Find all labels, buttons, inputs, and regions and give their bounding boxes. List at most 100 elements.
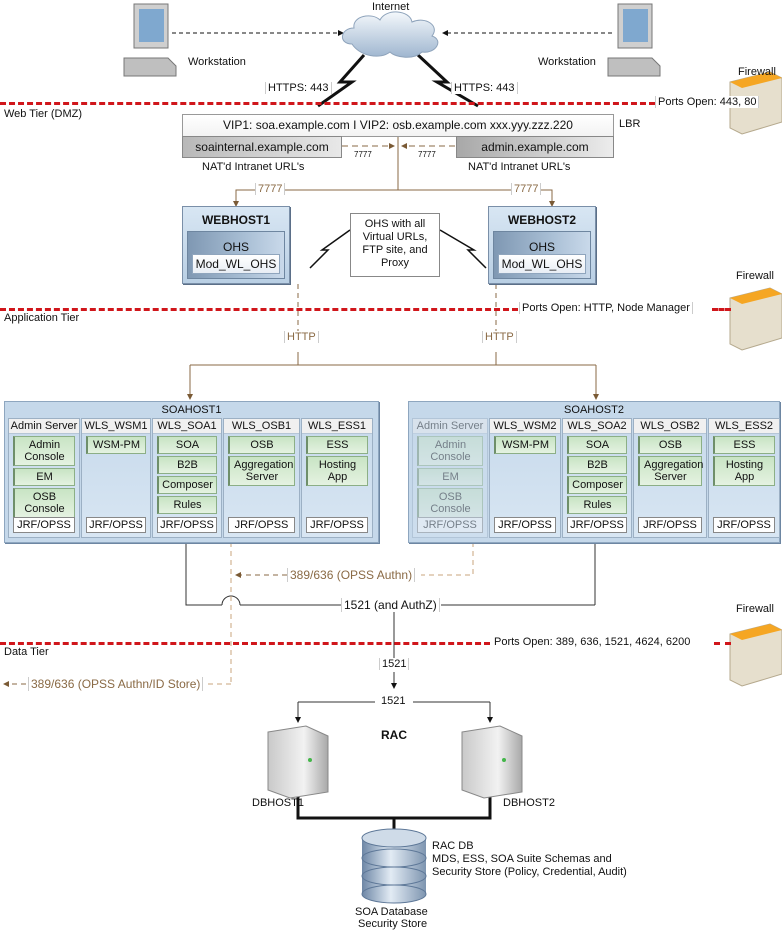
soahost1-name: SOAHOST1: [161, 404, 222, 416]
app-component: Rules: [157, 496, 217, 514]
jrf-opss-layer: JRF/OPSS: [86, 517, 146, 533]
internet-cloud-icon: [342, 11, 439, 58]
http-label-left: HTTP: [284, 331, 319, 343]
workstation-icon-right: [607, 3, 661, 77]
app-component: B2B: [157, 456, 217, 474]
load-balancer-vip: VIP1: soa.example.com I VIP2: osb.exampl…: [182, 114, 614, 137]
nat-caption-left: NAT'd Intranet URL's: [202, 161, 305, 173]
store-caption-1: SOA Database: [355, 906, 428, 918]
https-link-right: [416, 53, 479, 108]
server-name: WLS_ESS2: [709, 419, 779, 434]
dbhost2-server-icon: [461, 725, 523, 799]
app-component: Admin Console: [417, 436, 483, 466]
dbhost1-label: DBHOST1: [252, 797, 304, 809]
tier-label-data: Data Tier: [4, 646, 49, 658]
jrf-opss-layer: JRF/OPSS: [494, 517, 556, 533]
web-port-right: 7777: [511, 183, 542, 195]
jrf-opss-layer: JRF/OPSS: [567, 517, 627, 533]
webhost1-name: WEBHOST1: [201, 213, 270, 227]
webhost2-module: Mod_WL_OHS: [498, 254, 586, 274]
server-name: WLS_OSB2: [634, 419, 706, 434]
workstation-label-right: Workstation: [538, 56, 596, 68]
app-component: Composer: [567, 476, 627, 494]
firewall-label-web: Firewall: [738, 66, 776, 78]
jrf-opss-layer: JRF/OPSS: [228, 517, 295, 533]
db-port-label-1: 1521: [379, 658, 410, 670]
lbr-label: LBR: [619, 118, 641, 130]
jrf-opss-layer: JRF/OPSS: [417, 517, 483, 533]
https-link-left: [317, 54, 366, 108]
app-component: Aggregation Server: [228, 456, 295, 486]
app-component: Composer: [157, 476, 217, 494]
app-component: B2B: [567, 456, 627, 474]
app-tier-boundary: [0, 308, 518, 311]
jrf-opss-layer: JRF/OPSS: [638, 517, 702, 533]
app-component: Aggregation Server: [638, 456, 703, 486]
db-authz-label: 1521 (and AuthZ): [341, 598, 440, 612]
rac-db-title: RAC DB: [432, 840, 474, 852]
soahost2-name: SOAHOST2: [564, 404, 624, 416]
https-label-left: HTTPS: 443: [265, 82, 332, 94]
dbhost1-server-icon: [267, 725, 329, 799]
webhost1-ohs-label: OHS: [222, 240, 249, 254]
app-component: SOA: [157, 436, 217, 454]
app-component: OSB: [638, 436, 702, 454]
firewall-label-data: Firewall: [736, 603, 774, 615]
app-component: OSB Console: [13, 488, 75, 518]
rac-label: RAC: [381, 728, 407, 742]
web-tier-boundary: [0, 102, 655, 105]
app-component: EM: [417, 468, 483, 486]
workstation-label-left: Workstation: [188, 56, 246, 68]
jrf-opss-layer: JRF/OPSS: [157, 517, 217, 533]
opss-idstore-label: 389/636 (OPSS Authn/ID Store): [28, 677, 204, 691]
firewall-label-app: Firewall: [736, 270, 774, 282]
tier-label-app: Application Tier: [4, 312, 80, 324]
db-port-label-2: 1521: [379, 695, 408, 707]
firewall-icon-app: [729, 287, 782, 351]
ports-open-web: Ports Open: 443, 80: [655, 96, 760, 108]
webhost1-ohs: OHS Mod_WL_OHS: [187, 231, 285, 279]
nat-caption-right: NAT'd Intranet URL's: [468, 161, 571, 173]
rac-db-desc-2: Security Store (Policy, Credential, Audi…: [432, 866, 627, 878]
app-component: WSM-PM: [494, 436, 556, 454]
server-name: WLS_WSM2: [490, 419, 560, 434]
app-component: Hosting App: [306, 456, 368, 486]
rac-db-desc-1: MDS, ESS, SOA Suite Schemas and: [432, 853, 612, 865]
app-component: Rules: [567, 496, 627, 514]
nat-port-left: 7777: [354, 150, 372, 159]
app-tier-boundary-tail: [712, 308, 731, 311]
https-label-right: HTTPS: 443: [451, 82, 518, 94]
store-caption-2: Security Store: [358, 918, 428, 930]
data-tier-boundary: [0, 642, 490, 645]
webhost2: WEBHOST2 OHS Mod_WL_OHS: [488, 206, 596, 284]
webhost2-ohs-label: OHS: [528, 240, 555, 254]
app-component: OSB Console: [417, 488, 483, 518]
server-name: Admin Server: [413, 419, 487, 434]
app-component: ESS: [713, 436, 775, 454]
app-component: WSM-PM: [86, 436, 146, 454]
firewall-icon-data: [729, 623, 782, 687]
nat-url-right: admin.example.com: [456, 136, 614, 158]
server-name: WLS_SOA2: [563, 419, 631, 434]
ohs-note: OHS with all Virtual URLs, FTP site, and…: [350, 213, 440, 277]
webhost1-module: Mod_WL_OHS: [192, 254, 280, 274]
ports-open-data: Ports Open: 389, 636, 1521, 4624, 6200: [492, 636, 693, 648]
database-cylinder-icon: [361, 828, 427, 904]
app-component: SOA: [567, 436, 627, 454]
server-name: WLS_WSM1: [82, 419, 150, 434]
app-component: Hosting App: [713, 456, 775, 486]
http-label-right: HTTP: [482, 331, 517, 343]
internet-label: Internet: [372, 1, 410, 13]
workstation-icon-left: [123, 3, 177, 77]
app-component: ESS: [306, 436, 368, 454]
